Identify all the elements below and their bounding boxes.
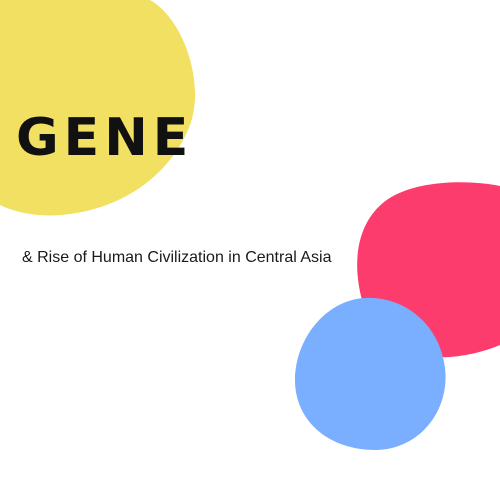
page-title: GENE <box>16 108 194 168</box>
blue-blob <box>295 297 446 450</box>
page-subtitle: & Rise of Human Civilization in Central … <box>22 249 332 266</box>
yellow-blob <box>0 0 196 216</box>
